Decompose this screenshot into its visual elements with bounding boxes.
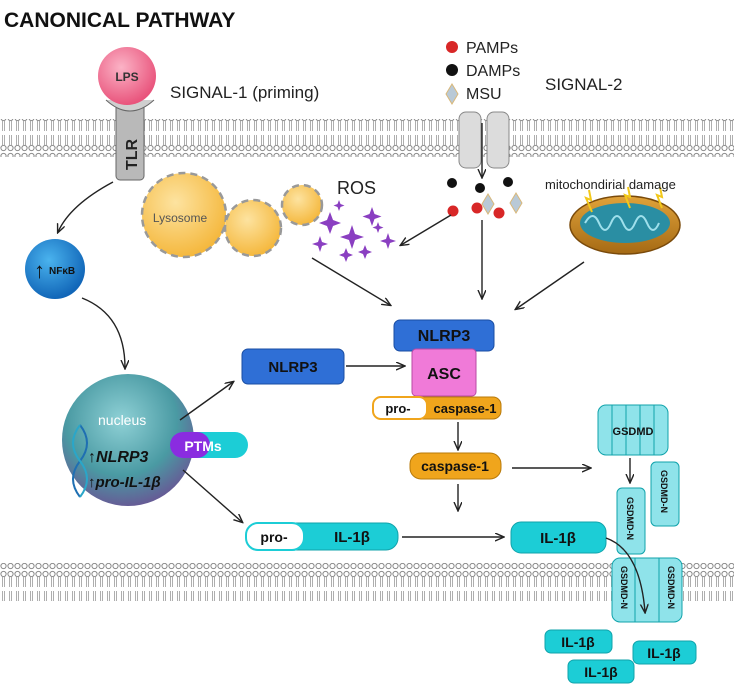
pore-label-right: GSDMD-N <box>666 566 676 609</box>
pathway-arrows <box>58 123 645 612</box>
msu-label: MSU <box>466 86 502 103</box>
page-title: CANONICAL PATHWAY <box>4 9 235 32</box>
lysosome-label: Lysosome <box>153 211 208 225</box>
pro-caspase-pro: pro- <box>385 401 410 416</box>
il1b-label: IL-1β <box>540 530 576 547</box>
pamps-label: PAMPs <box>466 40 518 57</box>
released-il1b-label: IL-1β <box>561 634 595 650</box>
mito-label: mitochondirial damage <box>545 177 676 192</box>
damps-dot <box>446 64 458 76</box>
gsdmd-n-label: GSDMD-N <box>659 470 669 513</box>
signal2-label: SIGNAL-2 <box>545 75 622 94</box>
pro-il1b-label: IL-1β <box>334 529 370 546</box>
lysosome-group <box>140 171 324 259</box>
lps-label: LPS <box>115 70 138 84</box>
pro-caspase-label: caspase-1 <box>434 401 497 416</box>
nucleus-label: nucleus <box>98 412 146 428</box>
asc-label: ASC <box>427 366 461 383</box>
gene-nlrp3: ↑NLRP3 <box>88 449 149 466</box>
pamps-dot <box>446 41 458 53</box>
gsdmd-n-label: GSDMD-N <box>625 497 635 540</box>
nucleus <box>62 374 194 506</box>
membrane-channel <box>458 111 510 169</box>
gsdmd-n-monomer <box>616 487 646 555</box>
inflammasome-nlrp3-label: NLRP3 <box>418 328 471 345</box>
nlrp3-node <box>241 348 345 385</box>
msu-crystal <box>445 83 459 105</box>
top-membrane <box>0 119 734 157</box>
nfkb-node <box>25 239 85 299</box>
il1b-node <box>510 521 607 554</box>
released-il1b <box>632 640 697 665</box>
lps-ligand <box>98 47 156 105</box>
nfkb-label: NFκB <box>49 266 75 277</box>
nfkb-arrow: ↑ <box>34 258 45 283</box>
tlr-label: TLR <box>124 138 141 170</box>
signal1-label: SIGNAL-1 (priming) <box>170 83 319 102</box>
ros-label: ROS <box>337 178 376 198</box>
asc-node <box>411 348 477 397</box>
pro-il1b-pro: pro- <box>260 529 288 545</box>
pore-label-left: GSDMD-N <box>619 566 629 609</box>
ros-sparkles <box>312 200 396 262</box>
dna-helix <box>72 424 88 498</box>
gene-pro-il1b: ↑pro-IL-1β <box>88 474 161 491</box>
gsdmd-complex <box>597 404 669 456</box>
danger-particles <box>447 177 523 219</box>
gsdmd-label: GSDMD <box>613 426 654 438</box>
nlrp3-label: NLRP3 <box>268 359 317 376</box>
gsdmd-pore <box>611 557 683 623</box>
damps-label: DAMPs <box>466 63 520 80</box>
released-il1b-label: IL-1β <box>584 664 618 680</box>
mitochondrion <box>569 186 681 255</box>
ptms-label: PTMs <box>184 438 222 454</box>
caspase1-node <box>409 452 502 480</box>
caspase1-label: caspase-1 <box>421 458 489 474</box>
released-il1b-label: IL-1β <box>647 645 681 661</box>
released-il1b <box>544 629 613 654</box>
released-il1b <box>567 659 635 684</box>
gsdmd-n-monomer <box>650 461 680 527</box>
